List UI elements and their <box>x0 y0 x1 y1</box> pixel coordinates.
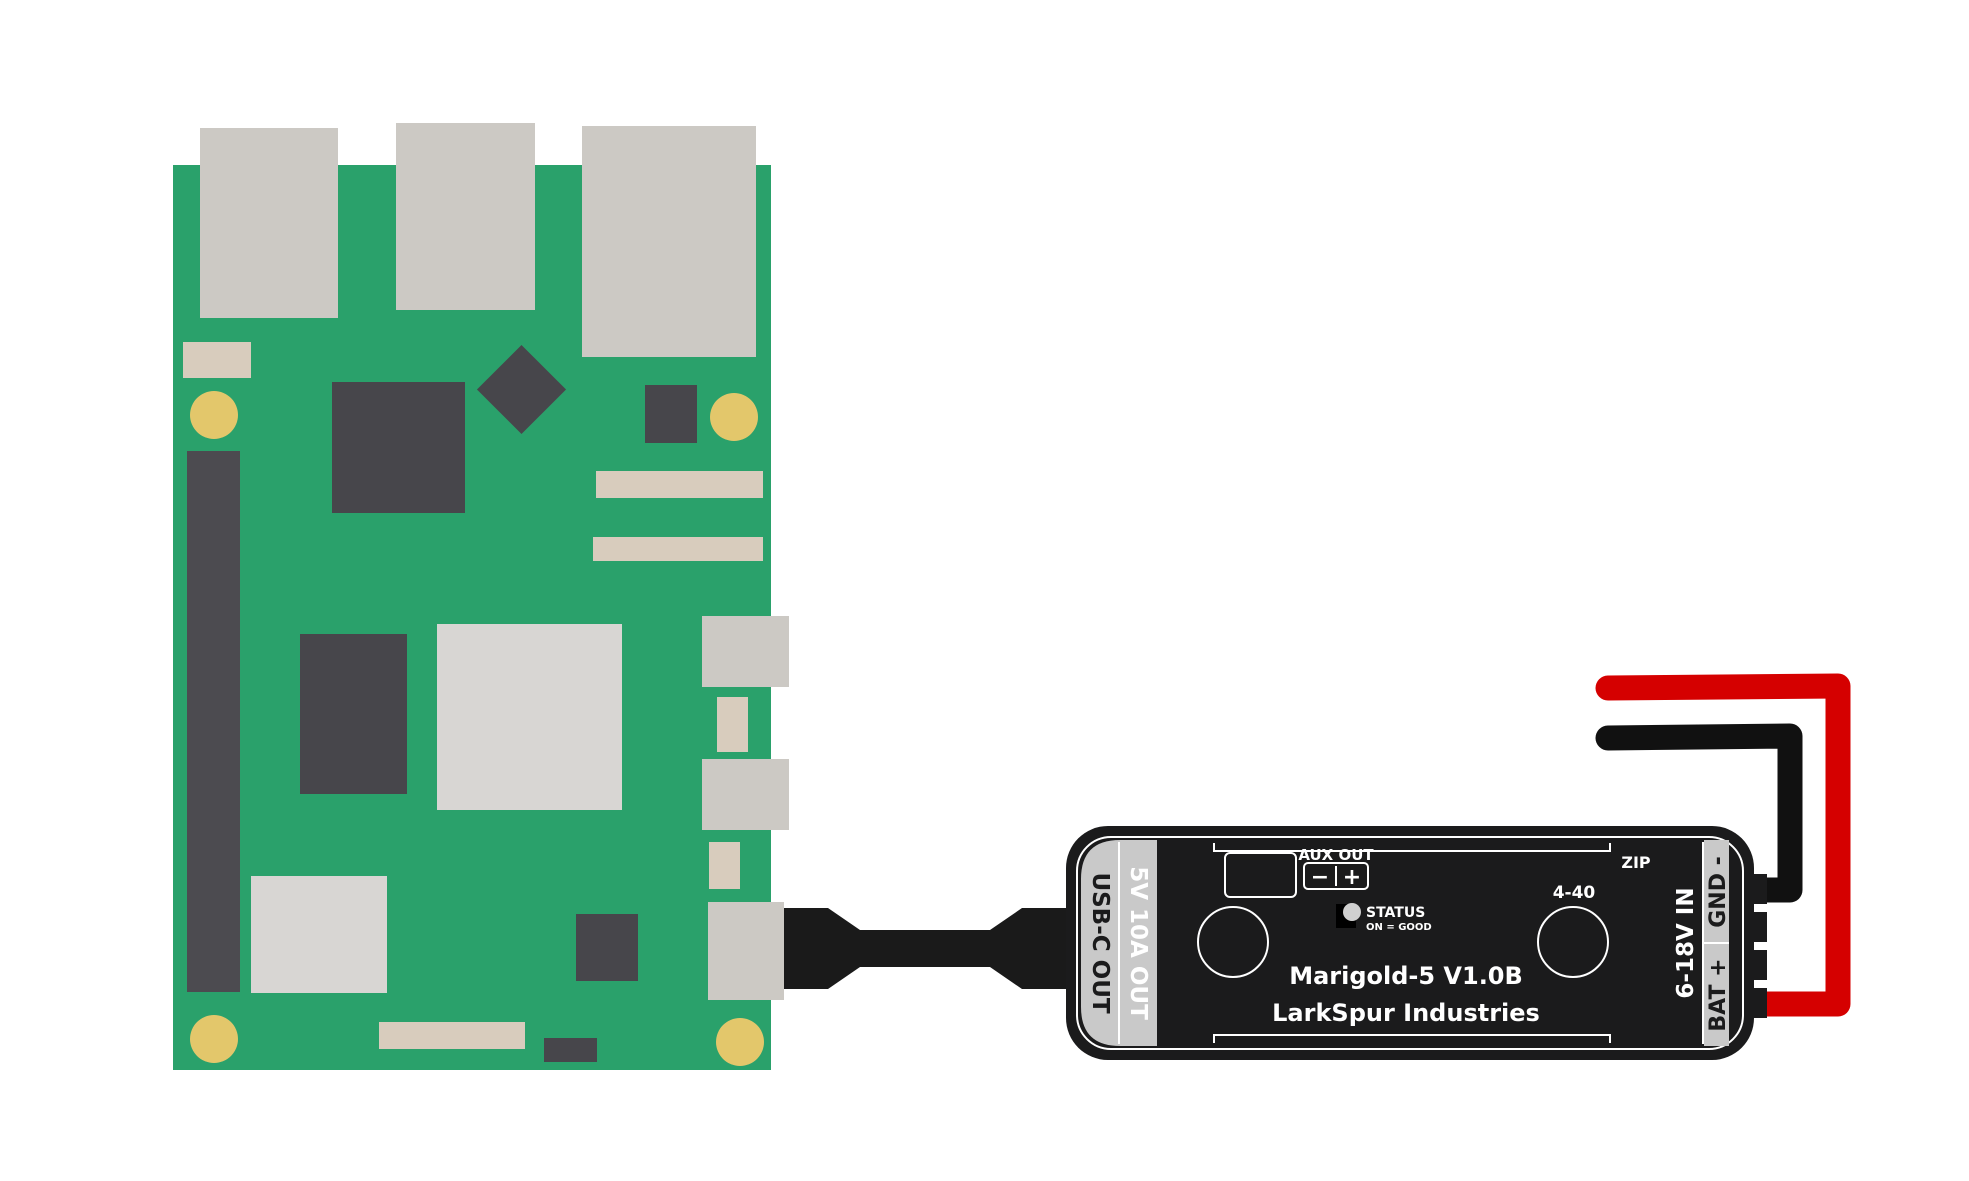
side-beige-2 <box>709 842 740 889</box>
module-name: Marigold-5 V1.0B <box>1289 962 1523 990</box>
terminal-pin-4 <box>1745 988 1767 1018</box>
diamond-chip <box>476 344 567 435</box>
status-hint: ON = GOOD <box>1366 922 1432 933</box>
small-chip-top <box>645 385 697 443</box>
mounting-pad-bottom-right <box>716 1018 764 1066</box>
bat-terminal-label: BAT + <box>1706 958 1731 1031</box>
red-wire <box>1595 673 1851 1017</box>
aux-connector-outline <box>1224 852 1297 898</box>
aux-plus-label: + <box>1343 865 1361 890</box>
zip-label: ZIP <box>1621 853 1651 872</box>
output-port-label: USB-C OUT <box>1087 872 1113 1013</box>
terminal-pin-3 <box>1745 950 1767 980</box>
mounting-pad-top-right <box>710 393 758 441</box>
soc-chip <box>437 624 622 810</box>
wifi-module <box>251 876 387 993</box>
mounting-pad-bottom-left <box>190 1015 238 1063</box>
black-wire <box>1595 723 1803 903</box>
single-board-computer <box>173 123 789 1070</box>
mounting-pad-top-left <box>190 391 238 439</box>
module-maker: LarkSpur Industries <box>1272 999 1540 1027</box>
mount-hole-label: 4-40 <box>1553 883 1596 903</box>
mount-hole-left <box>1197 906 1269 978</box>
usb-controller-chip <box>332 382 465 513</box>
input-rating-label: 6-18V IN <box>1673 887 1699 998</box>
small-chip-bottom <box>576 914 638 981</box>
status-led <box>1343 903 1361 921</box>
usb-port-1 <box>200 128 338 318</box>
aux-minus-label: − <box>1311 865 1329 890</box>
ethernet-port <box>582 126 756 357</box>
mount-hole-right <box>1537 906 1609 978</box>
gpio-header <box>187 451 240 992</box>
bottom-small-chip <box>544 1038 597 1062</box>
terminal-pin-1 <box>1745 874 1767 904</box>
bottom-connector <box>379 1022 525 1049</box>
usb-c-cable <box>784 908 1066 989</box>
hdmi-port-2 <box>702 759 789 830</box>
usb-c-power-port <box>708 902 784 1000</box>
gnd-terminal-label: GND - <box>1706 856 1731 928</box>
side-beige-1 <box>717 697 748 752</box>
camera-connector <box>593 537 763 561</box>
power-module: AUX OUT − + STATUS ON = GOOD 4-40 ZIP Ma… <box>1066 826 1767 1060</box>
module-inner-outline <box>1213 843 1611 1043</box>
aux-out-label: AUX OUT <box>1298 846 1374 864</box>
ram-chip <box>300 634 407 794</box>
status-label: STATUS <box>1366 905 1425 921</box>
poe-header <box>183 342 251 378</box>
hdmi-port-1 <box>702 616 789 687</box>
output-rating-label: 5V 10A OUT <box>1125 866 1151 1020</box>
terminal-pin-2 <box>1745 912 1767 942</box>
display-connector <box>596 471 763 498</box>
usb-port-2 <box>396 123 535 310</box>
module-outline <box>1076 836 1744 1050</box>
